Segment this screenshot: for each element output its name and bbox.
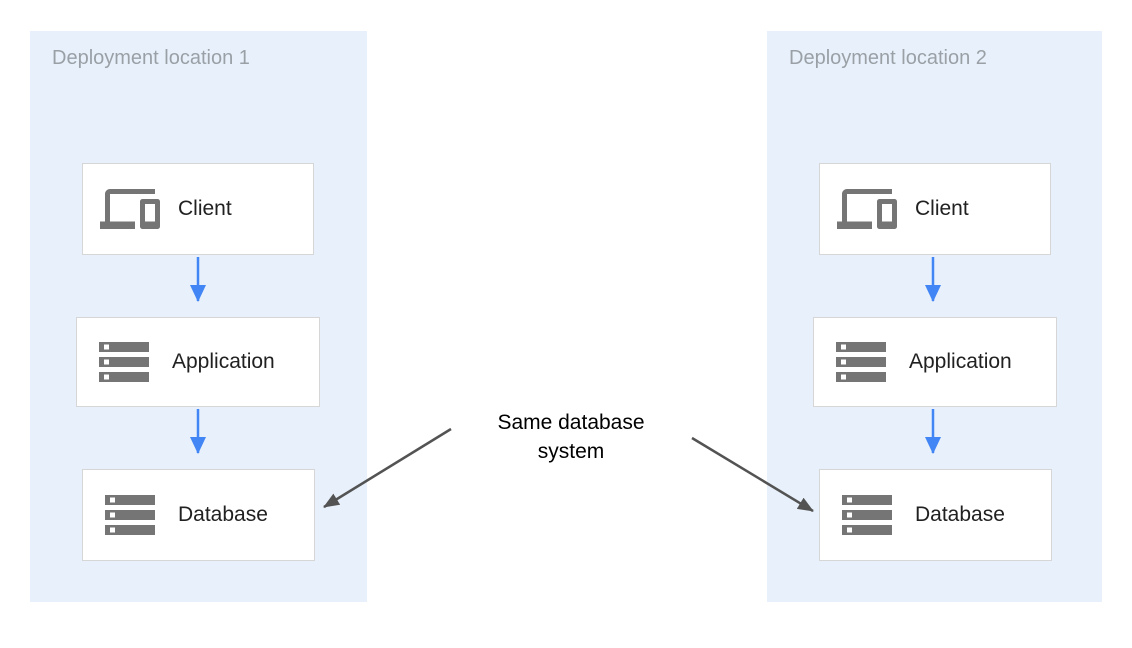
storage-icon bbox=[94, 332, 154, 392]
devices-icon bbox=[100, 179, 160, 239]
storage-icon bbox=[831, 332, 891, 392]
client-label: Client bbox=[915, 197, 969, 220]
client-node-2: Client bbox=[819, 163, 1051, 255]
application-node-1: Application bbox=[76, 317, 320, 407]
devices-icon bbox=[837, 179, 897, 239]
application-node-2: Application bbox=[813, 317, 1057, 407]
application-label: Application bbox=[172, 350, 275, 373]
database-label: Database bbox=[178, 503, 268, 526]
storage-icon bbox=[100, 485, 160, 545]
database-node-2: Database bbox=[819, 469, 1052, 561]
database-label: Database bbox=[915, 503, 1005, 526]
panel-1-title: Deployment location 1 bbox=[52, 47, 250, 69]
deployment-location-1-panel: Deployment location 1 Client Application… bbox=[30, 31, 367, 602]
deployment-location-2-panel: Deployment location 2 Client Application… bbox=[767, 31, 1102, 602]
annotation-line-2: system bbox=[537, 440, 605, 463]
database-node-1: Database bbox=[82, 469, 315, 561]
application-label: Application bbox=[909, 350, 1012, 373]
storage-icon bbox=[837, 485, 897, 545]
annotation-line-1: Same database bbox=[497, 411, 645, 434]
panel-2-title: Deployment location 2 bbox=[789, 47, 987, 69]
client-node-1: Client bbox=[82, 163, 314, 255]
annotation-same-database-system: Same database system bbox=[446, 408, 696, 466]
client-label: Client bbox=[178, 197, 232, 220]
